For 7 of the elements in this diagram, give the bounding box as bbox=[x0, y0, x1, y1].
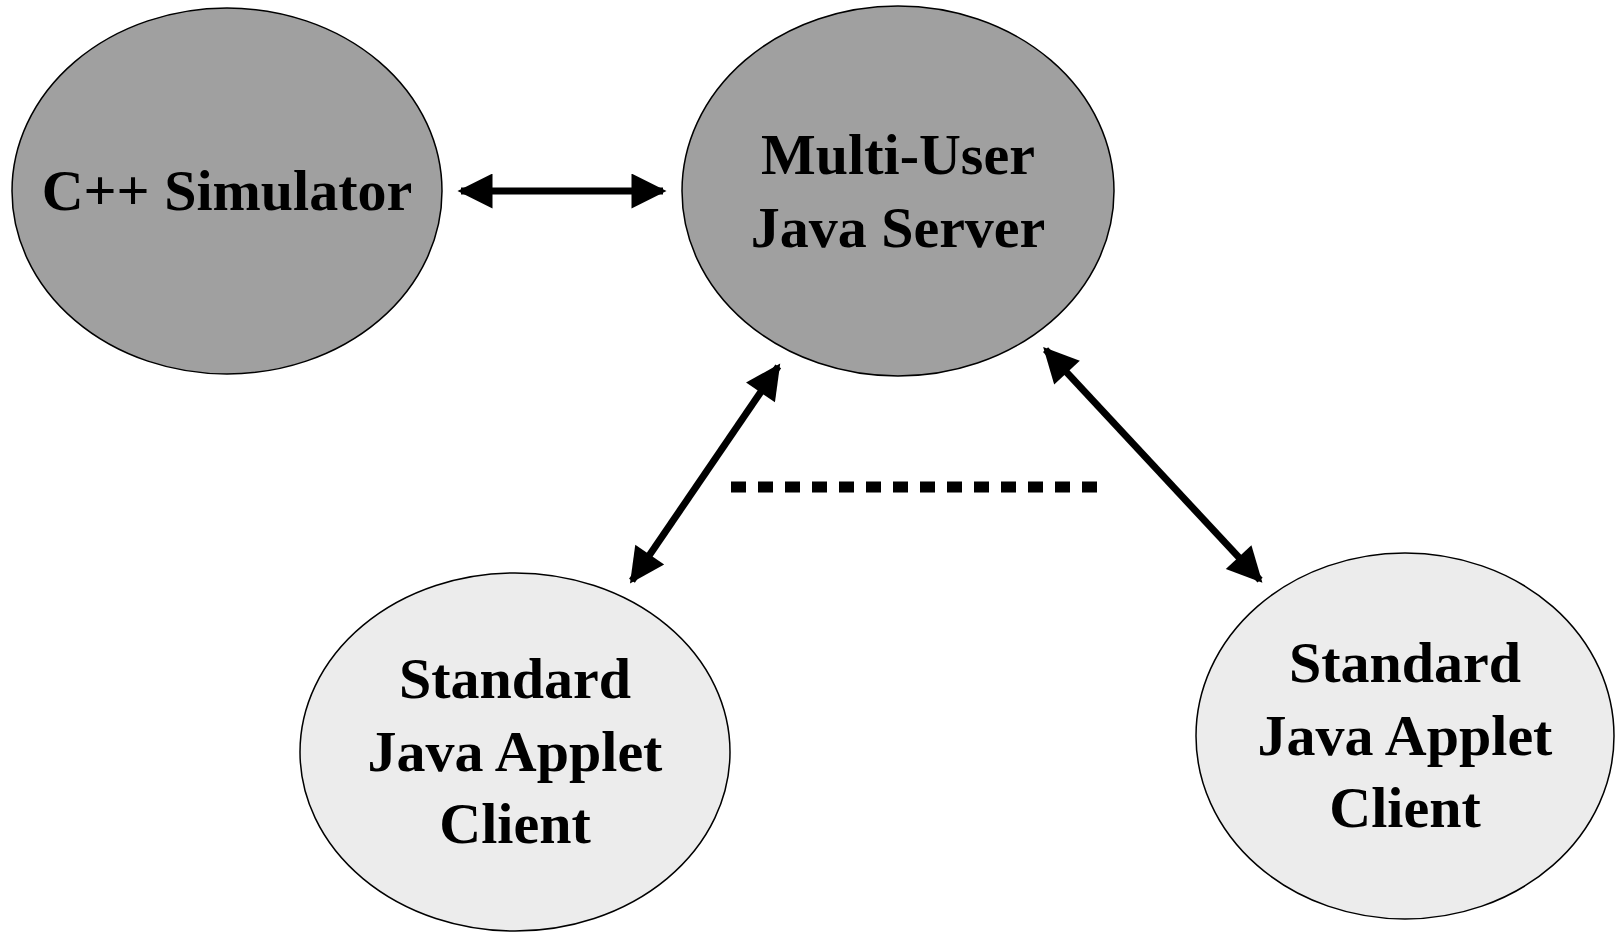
node-label: Standard Java Applet Client bbox=[366, 645, 664, 859]
node-label: C++ Simulator bbox=[40, 156, 414, 225]
node-label: Multi-User Java Server bbox=[749, 120, 1047, 261]
node-label: Standard Java Applet Client bbox=[1256, 629, 1554, 843]
double-arrow bbox=[629, 363, 782, 584]
double-arrow bbox=[457, 173, 667, 209]
double-arrow bbox=[1043, 347, 1263, 583]
